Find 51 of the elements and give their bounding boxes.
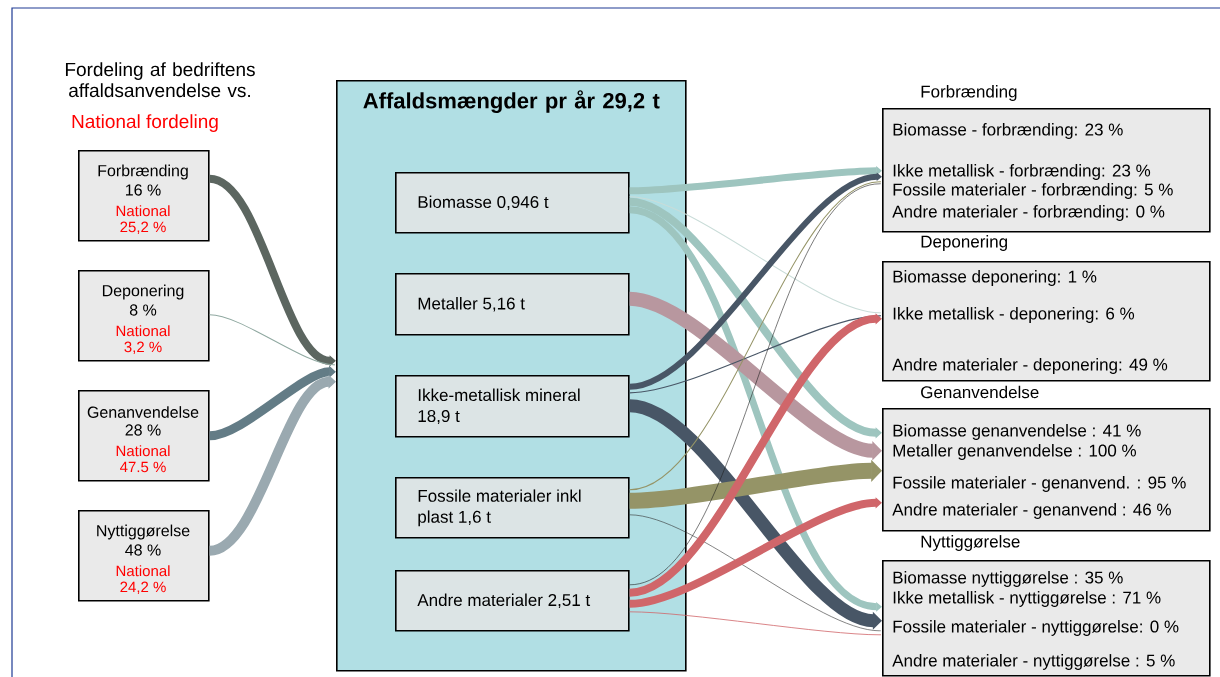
flow-band — [629, 514, 881, 632]
heading-text: National fordeling — [72, 114, 218, 132]
material-box: Metaller 5,16 t — [395, 273, 630, 336]
result-text: Fossile materialer - nyttiggørelse: 0 % — [893, 620, 1179, 636]
result-text: Andre materialer - genanvend : 46 % — [892, 503, 1171, 519]
heading-text: Fordeling af bedriftens affaldsanvendelse vs. — [65, 62, 255, 98]
container-heading: Affaldsmængder pr år 29,2 t — [363, 90, 660, 113]
flow-band — [629, 459, 882, 509]
flow-band — [629, 181, 882, 491]
material-box: Fossile materialer inkl plast 1,6 t — [395, 477, 630, 539]
material-box: Ikke-metallisk mineral 18,9 t — [395, 375, 630, 438]
result-text: Ikke metallisk - forbrænding: 23 % — [893, 164, 1151, 180]
category-text: 48 % — [125, 544, 161, 556]
flow-band — [629, 172, 882, 390]
category-text: Deponering — [102, 284, 184, 300]
box-heading: Genanvendelse — [921, 385, 1039, 399]
national-share: National 3,2 % — [116, 325, 170, 354]
material-box: Andre materialer 2,51 t — [395, 570, 630, 632]
flow-band — [629, 196, 882, 314]
category-text: 16 % — [126, 184, 161, 196]
box-heading: Forbrænding — [921, 85, 1017, 101]
flow-band — [629, 165, 882, 195]
result-text: Biomasse deponering: 1 % — [893, 270, 1097, 286]
flow-band — [629, 315, 882, 394]
material-box: Biomasse 0,946 t — [395, 172, 630, 234]
flow-band — [208, 365, 336, 441]
category-text: 8 % — [129, 304, 157, 316]
result-text: Ikke metallisk - deponering: 6 % — [893, 307, 1135, 323]
flow-band — [629, 611, 881, 636]
flow-band — [209, 314, 336, 366]
category-text: Nyttiggørelse — [97, 524, 190, 540]
category-text: 28 % — [125, 424, 161, 436]
result-text: Andre materialer - nyttiggørelse : 5 % — [892, 654, 1175, 670]
result-text: Fossile materialer - genanvend. : 95 % — [893, 476, 1186, 492]
category-text: Forbrænding — [98, 164, 188, 180]
national-share: National 47.5 % — [116, 445, 170, 473]
result-text: Fossile materialer - forbrænding: 5 % — [893, 183, 1173, 199]
national-share: National 24,2 % — [116, 565, 170, 594]
national-share: National 25,2 % — [116, 205, 170, 234]
result-text: Biomasse genanvendelse : 41 % — [893, 424, 1141, 440]
result-text: Ikke metallisk - nyttiggørelse : 71 % — [893, 591, 1161, 607]
box-heading: Deponering — [921, 235, 1007, 251]
result-text: Andre materialer - deponering: 49 % — [892, 358, 1168, 374]
result-text: Metaller genanvendelse : 100 % — [893, 444, 1136, 460]
result-text: Andre materialer - forbrænding: 0 % — [892, 205, 1165, 221]
result-text: Biomasse nyttiggørelse : 35 % — [893, 571, 1123, 587]
category-text: Genanvendelse — [87, 406, 199, 418]
flow-band — [208, 374, 336, 556]
box-heading: Nyttiggørelse — [921, 535, 1020, 551]
flow-band — [628, 313, 882, 597]
result-text: Biomasse - forbrænding: 23 % — [893, 123, 1123, 139]
